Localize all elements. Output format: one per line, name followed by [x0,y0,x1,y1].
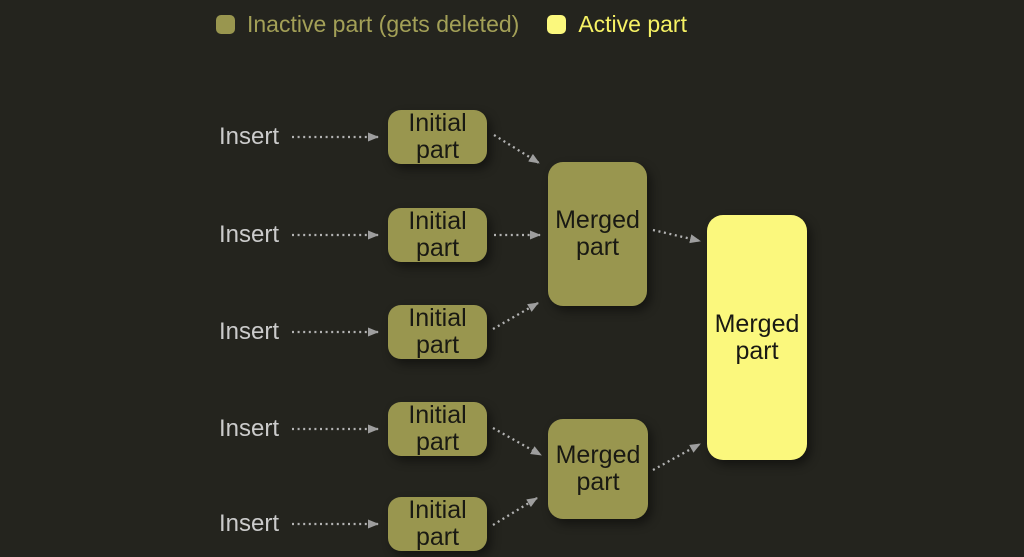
initial-part-box-4: Initial part [388,402,487,456]
insert-label-5: Insert [219,510,280,537]
arrow-merged1-active [652,228,701,244]
merged-part-box-active: Merged part [707,215,807,460]
initial-part-box-5: Initial part [388,497,487,551]
active-part-swatch [547,14,567,34]
arrow-initial1-merged1 [493,134,540,164]
insert-label-4: Insert [219,415,280,442]
initial-part-box-1: Initial part [388,110,487,164]
initial-part-box-3: Initial part [388,305,487,359]
merged-part-box-1: Merged part [548,162,647,306]
legend: Inactive part (gets deleted) Active part [216,11,687,37]
insert-label-1: Insert [219,123,280,150]
inactive-part-swatch [216,14,235,34]
arrow-initial4-merged2 [492,426,542,457]
insert-label-3: Insert [219,318,280,345]
legend-active-label: Active part [578,10,687,37]
arrow-merged2-active [652,442,701,472]
arrow-initial5-merged2 [492,497,538,526]
legend-inactive-label: Inactive part (gets deleted) [247,10,520,37]
merged-part-box-2: Merged part [548,419,648,519]
insert-label-2: Insert [219,221,280,248]
initial-part-box-2: Initial part [388,208,487,262]
arrow-initial3-merged1 [492,302,539,330]
